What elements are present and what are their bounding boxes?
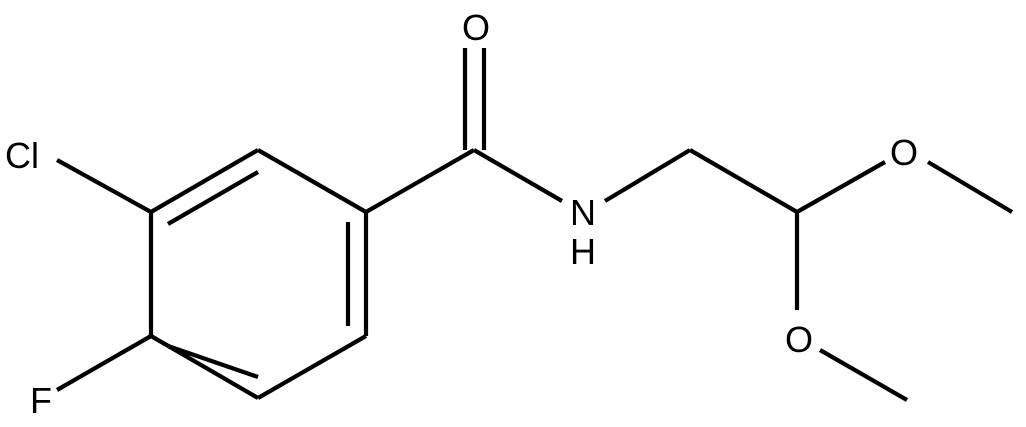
ring-bond [149, 334, 260, 400]
ring-bond [149, 148, 260, 214]
o-methyl-lower-bond [818, 348, 909, 402]
carbonyl-n-bond [472, 148, 564, 203]
ring-bond [256, 148, 368, 214]
chlorine-label: Cl [5, 135, 39, 176]
ch2-ch-bond [688, 148, 799, 214]
ring-bond-inner [167, 344, 259, 379]
ring-bond-inner [166, 170, 260, 226]
ch-o-upper-bond [795, 160, 887, 214]
methoxy-oxygen-lower-label: O [785, 319, 813, 360]
ring-bond [256, 334, 368, 400]
amide-nitrogen-label: N [570, 192, 596, 233]
n-ch2-bond [603, 148, 692, 203]
c-cl-bond [55, 158, 153, 214]
amide-hydrogen-label: H [570, 231, 596, 272]
c-f-bond [55, 334, 153, 392]
o-methyl-upper-bond [926, 160, 1014, 214]
methoxy-oxygen-upper-label: O [890, 132, 918, 173]
carbonyl-oxygen-label: O [462, 7, 490, 48]
benzene-ring [148, 148, 369, 400]
fluorine-label: F [30, 380, 52, 421]
ring-carbonyl-bond [364, 148, 476, 214]
